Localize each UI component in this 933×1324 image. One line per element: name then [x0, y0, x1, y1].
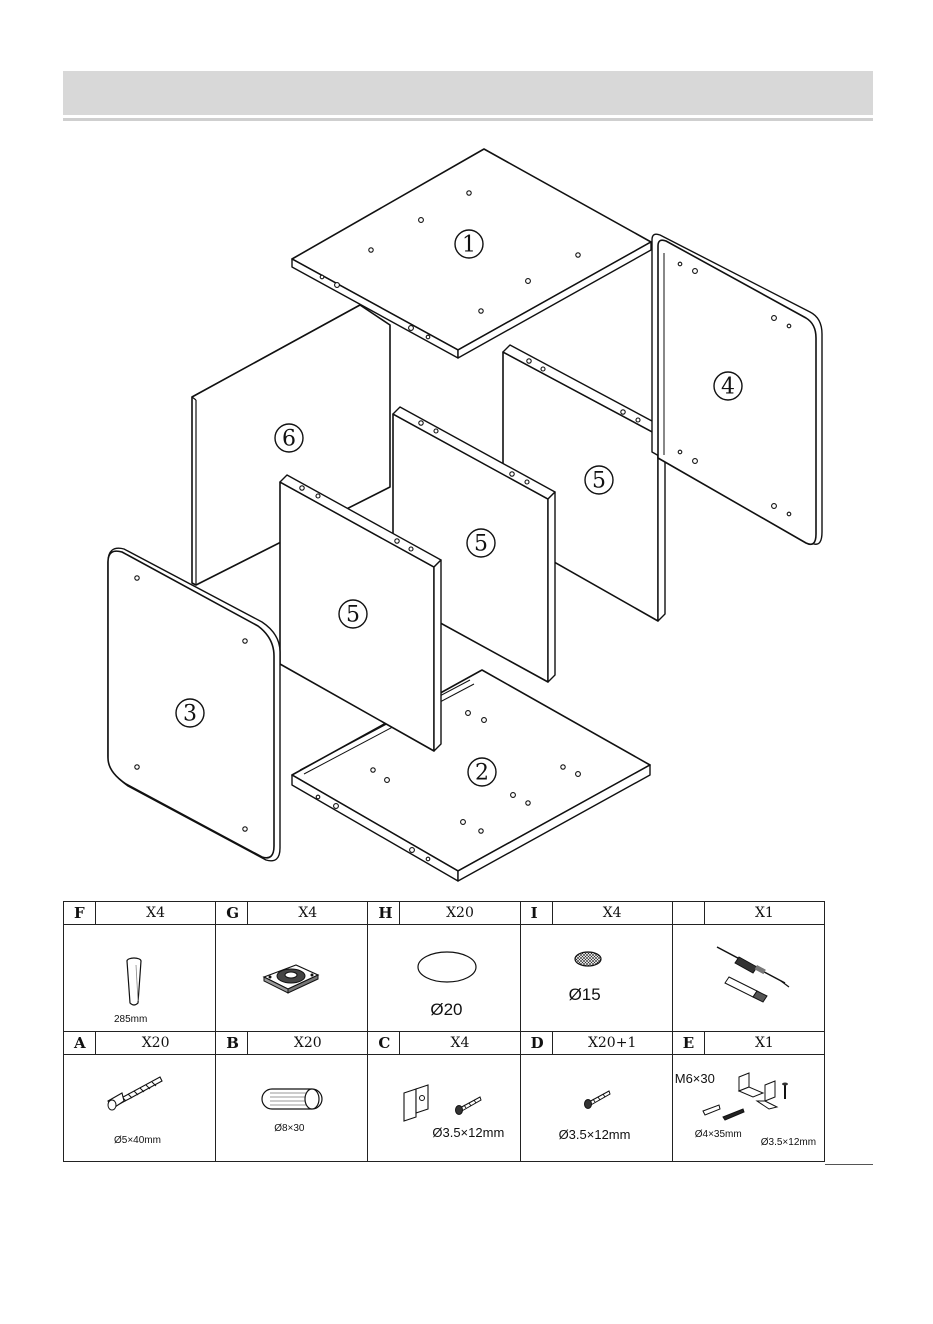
part-letter: D [521, 1032, 553, 1054]
table-baseline-rule [825, 1164, 873, 1165]
part-letter: H [368, 902, 400, 924]
svg-text:5: 5 [474, 532, 488, 557]
part-qty: X20+1 [553, 1032, 672, 1054]
part-qty: X4 [96, 902, 215, 924]
part-letter: C [368, 1032, 400, 1054]
part-qty: X4 [553, 902, 672, 924]
leg-mounting-plate-icon [216, 925, 368, 1031]
label-5c: 5 [585, 466, 613, 494]
glide-pad-icon [521, 925, 673, 1031]
part-i-cell: Ø15 [520, 925, 672, 1032]
part-qty: X20 [248, 1032, 367, 1054]
part-letter: F [64, 902, 96, 924]
assembly-diagram: 1 2 3 4 5 5 5 6 [0, 0, 933, 900]
part-qty: X4 [248, 902, 367, 924]
part-qty: X4 [400, 1032, 519, 1054]
svg-text:5: 5 [592, 469, 606, 494]
part-qty: X20 [400, 902, 519, 924]
svg-text:1: 1 [462, 233, 476, 258]
svg-text:4: 4 [721, 375, 735, 400]
part-e-dimension-plug: Ø4×35mm [695, 1129, 742, 1140]
screwdriver-icon [673, 925, 825, 1031]
wood-screw-icon [521, 1055, 673, 1161]
label-5a: 5 [339, 600, 367, 628]
part-letter: B [216, 1032, 248, 1054]
part-h-cell: Ø20 [368, 925, 520, 1032]
label-2: 2 [468, 758, 496, 786]
part-letter: I [521, 902, 553, 924]
part-tool-header: X1 [672, 902, 824, 925]
part-c-dimension: Ø3.5×12mm [432, 1125, 504, 1140]
part-qty: X1 [705, 1032, 824, 1054]
part-b-dimension: Ø8×30 [274, 1123, 304, 1134]
part-a-cell: Ø5×40mm [64, 1055, 216, 1162]
part-letter [673, 902, 705, 924]
part-i-dimension: Ø15 [569, 985, 601, 1005]
part-letter: E [673, 1032, 705, 1054]
label-5b: 5 [467, 529, 495, 557]
part-e-dimension-screw: Ø3.5×12mm [761, 1137, 816, 1148]
part-letter: G [216, 902, 248, 924]
label-3: 3 [176, 699, 204, 727]
part-tool-cell [672, 925, 824, 1032]
label-1: 1 [455, 230, 483, 258]
part-qty: X20 [96, 1032, 215, 1054]
label-4: 4 [714, 372, 742, 400]
svg-text:3: 3 [183, 702, 197, 727]
part-letter: A [64, 1032, 96, 1054]
part-f-cell: 285mm [64, 925, 216, 1032]
corner-bracket-screw-icon [368, 1055, 520, 1161]
svg-text:2: 2 [475, 761, 489, 786]
part-qty: X1 [705, 902, 824, 924]
part-e-dimension-bolt: M6×30 [675, 1071, 715, 1086]
part-g-cell [216, 925, 368, 1032]
part-e-cell: M6×30 Ø4×35mm Ø3.5×12mm [672, 1055, 824, 1162]
label-6: 6 [275, 424, 303, 452]
part-a-dimension: Ø5×40mm [114, 1135, 161, 1146]
part-h-dimension: Ø20 [430, 1000, 462, 1020]
part-d-dimension: Ø3.5×12mm [559, 1127, 631, 1142]
part-c-cell: Ø3.5×12mm [368, 1055, 520, 1162]
part-b-cell: Ø8×30 [216, 1055, 368, 1162]
part-d-cell: Ø3.5×12mm [520, 1055, 672, 1162]
svg-text:5: 5 [346, 603, 360, 628]
svg-text:6: 6 [282, 427, 296, 452]
wooden-dowel-icon [216, 1055, 368, 1161]
part-f-dimension: 285mm [114, 1014, 147, 1025]
